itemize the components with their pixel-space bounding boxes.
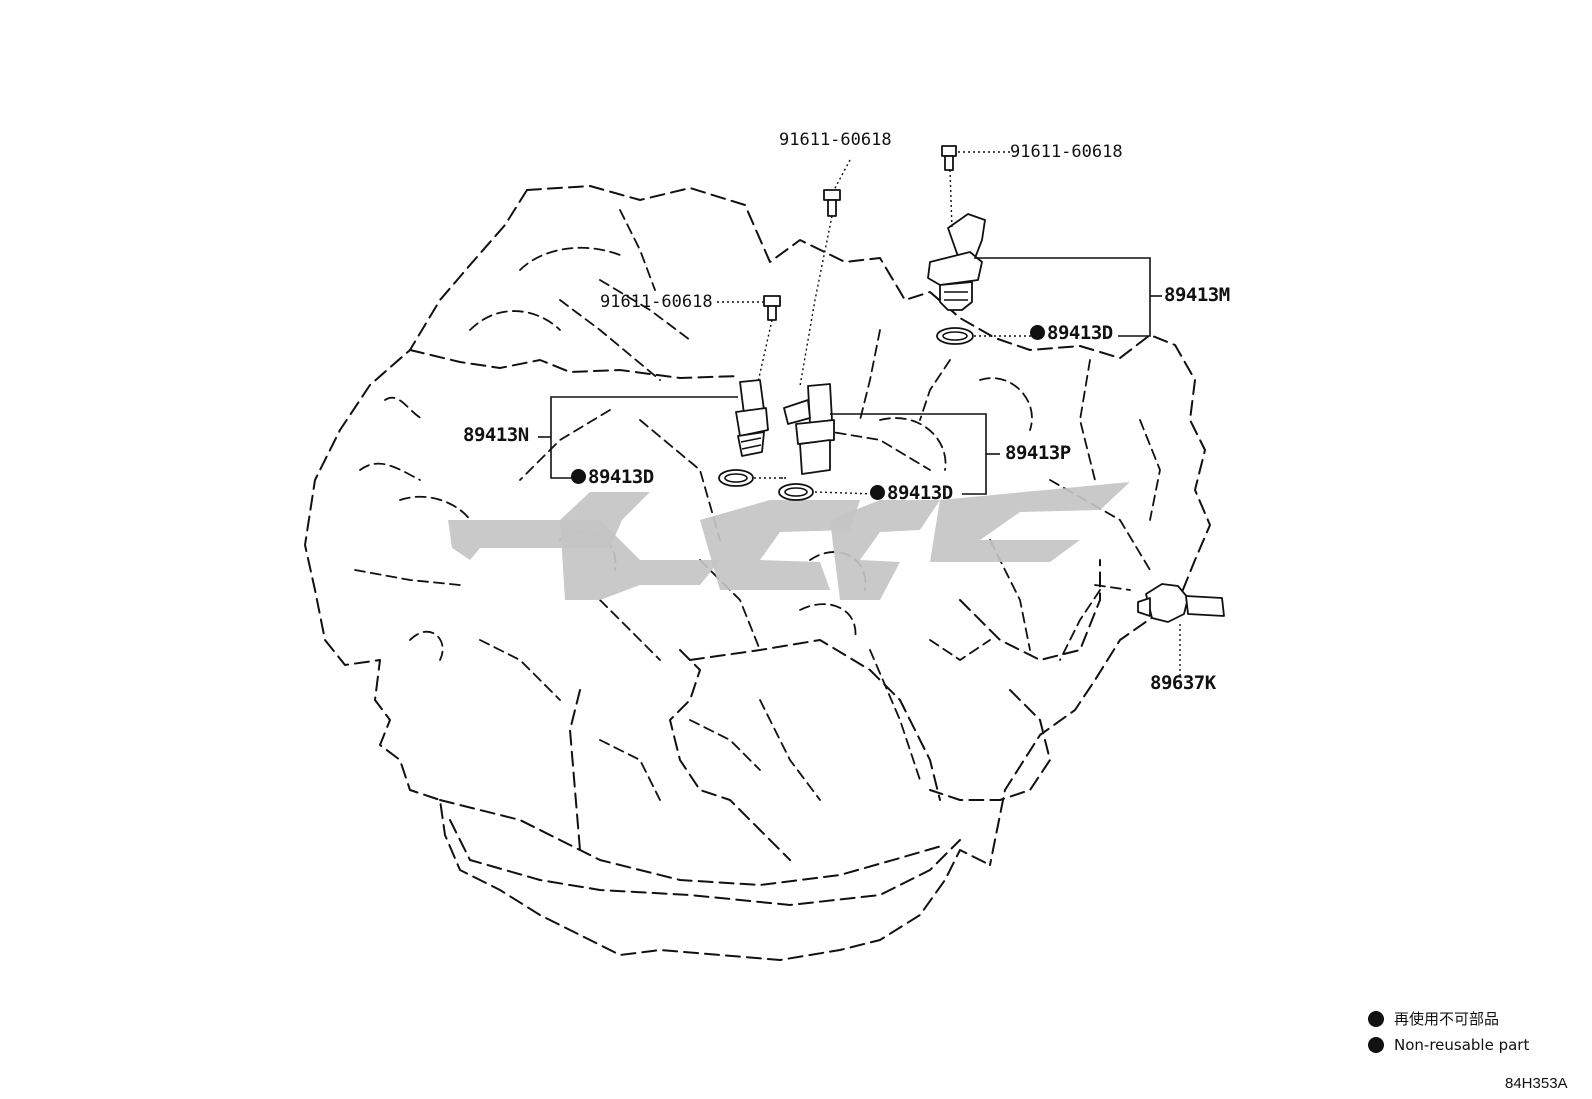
callout-brackets [538,257,1162,495]
transmission-housing [304,185,1211,961]
oring-label-p-text: 89413D [887,482,953,504]
legend-text-jp: 再使用不可部品 [1394,1010,1500,1028]
non-reusable-dot-icon [870,485,885,500]
legend-text-en: Non-reusable part [1394,1036,1530,1054]
oring-label-m: 89413D [1030,322,1113,344]
bolt-top-center-icon [823,189,841,217]
speed-sensor-m-icon [927,213,986,311]
part-label-89637k: 89637K [1150,672,1216,694]
filled-dot-icon [1368,1011,1384,1027]
oring-label-p: 89413D [870,482,953,504]
leader-lines [717,151,1181,676]
watermark [448,482,1130,600]
o-ring-m-icon [936,327,974,345]
non-reusable-dot-icon [1030,325,1045,340]
housing-detail-lines [354,209,1161,801]
legend-row-jp: 再使用不可部品 [1368,1006,1529,1032]
oring-label-n: 89413D [571,466,654,488]
diagram-code: 84H353A [1505,1075,1568,1092]
pressure-switch-k-icon [1137,583,1225,623]
bolt-left-icon [763,295,781,321]
speed-sensor-n-icon [735,379,769,457]
oring-label-n-text: 89413D [588,466,654,488]
bolt-label-left: 91611-60618 [600,292,713,312]
part-label-89413n: 89413N [463,424,529,446]
part-label-89413m: 89413M [1164,284,1230,306]
bolt-right-icon [941,145,957,171]
legend: 再使用不可部品 Non-reusable part [1368,1006,1529,1058]
legend-row-en: Non-reusable part [1368,1032,1529,1058]
bolt-label-top-right: 91611-60618 [1010,142,1123,162]
o-ring-p-icon [778,483,814,501]
oring-label-m-text: 89413D [1047,322,1113,344]
bolt-label-top-center: 91611-60618 [779,130,892,150]
non-reusable-dot-icon [571,469,586,484]
filled-dot-icon [1368,1037,1384,1053]
part-label-89413p: 89413P [1005,442,1071,464]
o-ring-n-icon [718,469,754,487]
speed-sensor-p-icon [783,383,835,475]
